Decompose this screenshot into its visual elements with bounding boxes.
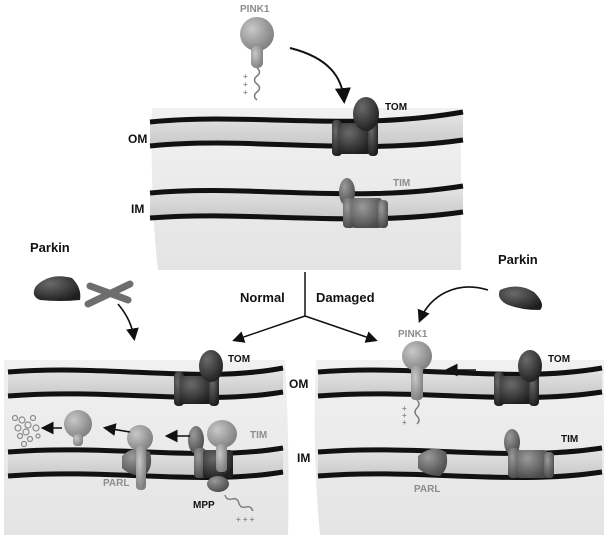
cleaved-mts-coil xyxy=(224,494,254,512)
tom-label-top: TOM xyxy=(385,102,407,113)
damaged-tim-complex xyxy=(504,429,554,478)
parl-label-right: PARL xyxy=(414,484,440,495)
top-panel: OM IM TOM TIM xyxy=(128,97,464,270)
normal-label: Normal xyxy=(240,290,285,305)
flow-arrow-2 xyxy=(102,423,131,436)
parkin-protein-right xyxy=(498,286,542,310)
parkin-protein-left xyxy=(33,276,81,301)
normal-tom-complex xyxy=(174,350,223,406)
parl-protease-right xyxy=(418,448,448,476)
normal-outer-membrane xyxy=(7,365,284,401)
top-tom-complex xyxy=(332,97,379,156)
parkin-right: Parkin xyxy=(417,252,542,323)
tom-label-right: TOM xyxy=(548,354,570,365)
blocked-x-icon xyxy=(84,280,134,308)
tim-label-top: TIM xyxy=(393,178,410,189)
pink1-at-parl xyxy=(127,425,153,490)
pink1-stabilized: PINK1 + + + xyxy=(398,329,432,427)
normal-panel: TOM TIM MPP + + + PARL xyxy=(4,350,289,535)
parkin-label-right: Parkin xyxy=(498,252,538,267)
om-label-top: OM xyxy=(128,132,147,146)
damaged-inner-membrane xyxy=(317,445,603,481)
pink1-stalk xyxy=(251,46,263,68)
damaged-panel: TOM TIM PARL PINK1 + + + xyxy=(314,329,604,535)
degraded-pink1-fragments xyxy=(11,414,41,448)
parkin-recruit-arrow xyxy=(417,286,489,323)
parkin-blocked-arrow xyxy=(117,303,139,342)
pink1-released xyxy=(64,410,92,446)
plus-sign-2: + xyxy=(243,80,248,89)
im-label-top: IM xyxy=(131,202,144,216)
pink1-top: PINK1 + + + xyxy=(240,4,274,101)
om-label-mid: OM xyxy=(289,377,308,391)
plus-sign-r2: + xyxy=(402,411,407,420)
pink1-label-right: PINK1 xyxy=(398,329,428,340)
plus-signs-top: + xyxy=(243,72,248,81)
plus-sign-3: + xyxy=(243,88,248,97)
plus-signs-mpp: + + + xyxy=(236,515,255,524)
damaged-label: Damaged xyxy=(316,290,375,305)
parkin-label-left: Parkin xyxy=(30,240,70,255)
tom-label-left: TOM xyxy=(228,354,250,365)
parkin-left: Parkin xyxy=(30,240,139,342)
damaged-tom-complex xyxy=(494,350,542,406)
import-arrow-top xyxy=(289,47,351,104)
mpp-label: MPP xyxy=(193,500,215,511)
tim-label-right: TIM xyxy=(561,434,578,445)
tim-label-left: TIM xyxy=(250,430,267,441)
normal-pink1-in-tim xyxy=(207,420,237,472)
pink1-head xyxy=(240,17,274,51)
top-outer-membrane xyxy=(149,109,464,149)
branch-lines xyxy=(232,272,378,343)
damaged-outer-membrane xyxy=(317,365,603,401)
top-tim-complex xyxy=(339,178,388,228)
plus-sign-r3: + xyxy=(402,418,407,427)
top-inner-membrane xyxy=(149,183,464,222)
pink1-label-top: PINK1 xyxy=(240,4,270,15)
plus-sign-r1: + xyxy=(402,404,407,413)
im-label-mid: IM xyxy=(297,451,310,465)
mpp-protease xyxy=(207,476,229,492)
pink1-mts-coil xyxy=(253,67,261,101)
parl-label-left: PARL xyxy=(103,478,129,489)
